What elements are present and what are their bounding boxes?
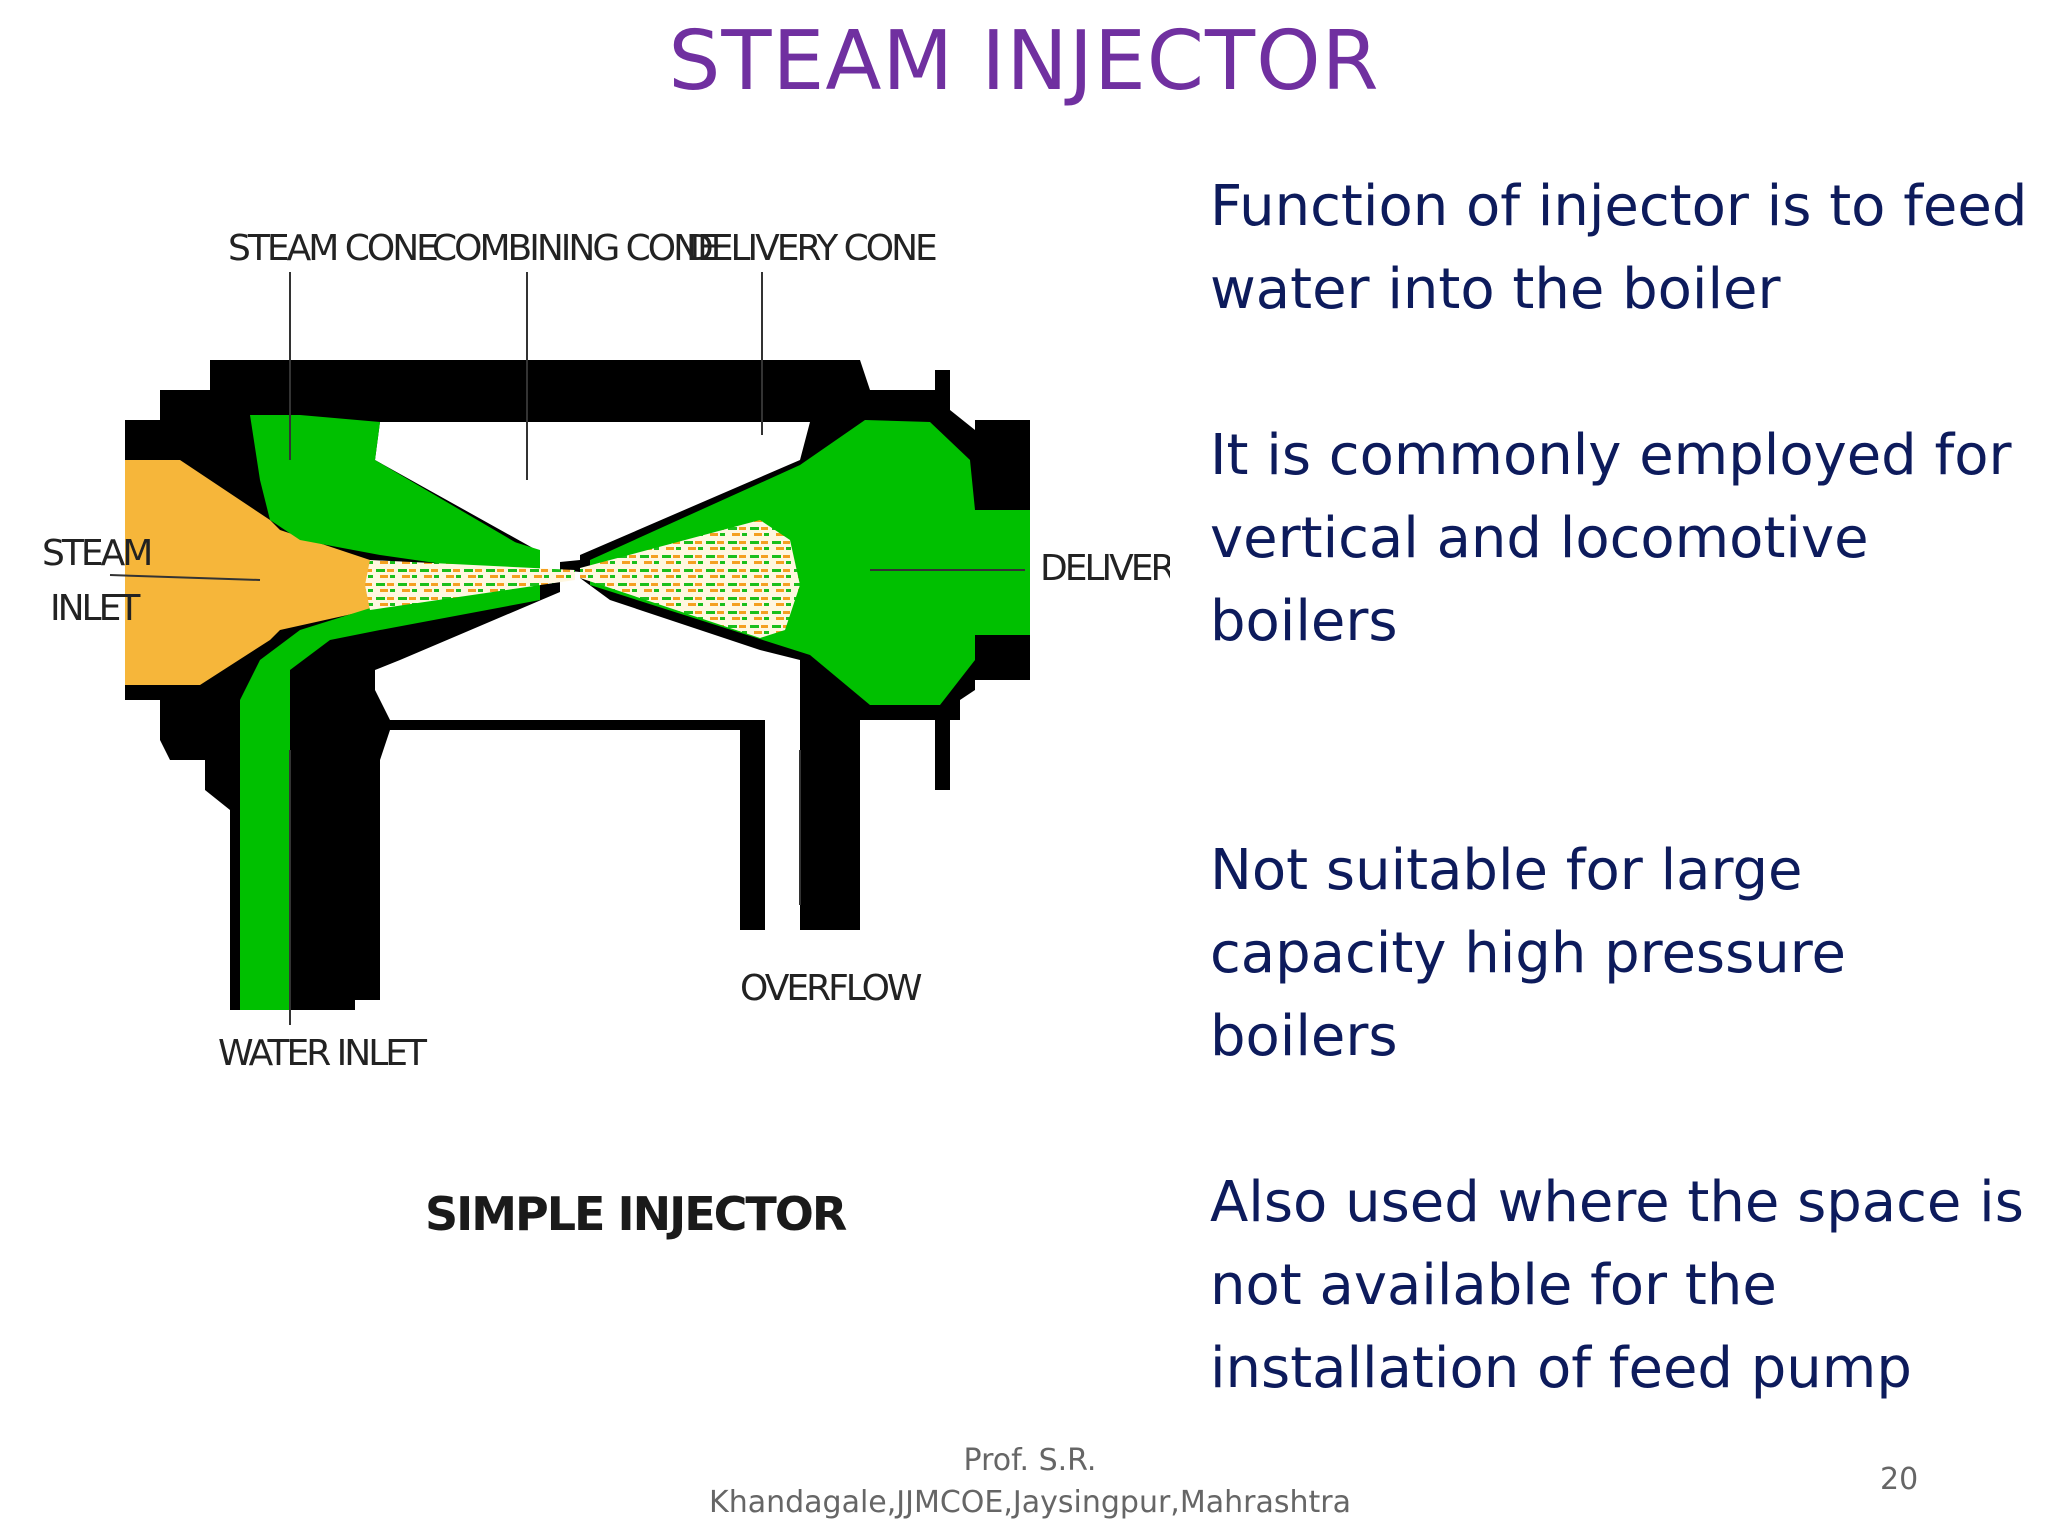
footer-line-1: Prof. S.R. bbox=[963, 1443, 1097, 1478]
label-steam-inlet-1: STEAM bbox=[42, 533, 150, 574]
overflow-pipe bbox=[765, 720, 800, 930]
injector-svg: STEAM CONE COMBINING CONE DELIVERY CONE … bbox=[42, 228, 1170, 1241]
diagram-caption: SIMPLE INJECTOR bbox=[425, 1187, 847, 1241]
paragraph-function: Function of injector is to feed water in… bbox=[1210, 174, 2028, 322]
paragraph-space: Also used where the space is not availab… bbox=[1210, 1170, 2024, 1401]
label-delivery-cone: DELIVERY CONE bbox=[686, 228, 936, 269]
overflow-chamber bbox=[375, 422, 810, 930]
paragraph-not-suitable: Not suitable for large capacity high pre… bbox=[1210, 838, 1846, 1069]
injector-diagram: STEAM CONE COMBINING CONE DELIVERY CONE … bbox=[0, 160, 1170, 1300]
label-steam-cone: STEAM CONE bbox=[228, 228, 437, 269]
content-text: Function of injector is to feed water in… bbox=[1210, 165, 2030, 1410]
label-overflow: OVERFLOW bbox=[740, 968, 922, 1009]
steam-region bbox=[125, 460, 370, 685]
delivery-region bbox=[590, 420, 1030, 705]
water-region-left-top bbox=[300, 415, 520, 545]
slide-title: STEAM INJECTOR bbox=[668, 14, 1380, 109]
leader-lines bbox=[109, 272, 1025, 1025]
page-number: 20 bbox=[1880, 1462, 1919, 1497]
label-delivery: DELIVERY bbox=[1040, 548, 1170, 589]
label-combining-cone: COMBINING CONE bbox=[432, 228, 718, 269]
mixing-zone-delivery bbox=[580, 520, 800, 638]
label-water-inlet: WATER INLET bbox=[218, 1033, 428, 1074]
footer-line-2: Khandagale,JJMCOE,Jaysingpur,Mahrashtra bbox=[709, 1485, 1351, 1520]
water-region-left bbox=[240, 415, 540, 1010]
label-steam-inlet-2: INLET bbox=[50, 588, 141, 629]
paragraph-employed: It is commonly employed for vertical and… bbox=[1210, 423, 2012, 654]
footer-author: Prof. S.R. Khandagale,JJMCOE,Jaysingpur,… bbox=[680, 1440, 1380, 1524]
mixing-zone-combining bbox=[365, 560, 575, 610]
